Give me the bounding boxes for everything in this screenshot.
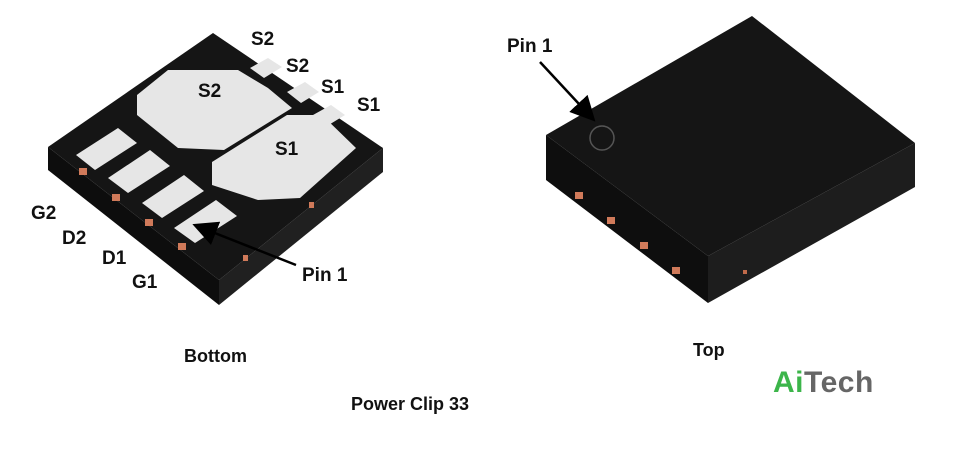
pin-label-s2-a: S2 [251,29,274,50]
top-lead-1 [575,192,583,199]
lead-g1-side [178,243,186,250]
pin-label-s1-a: S1 [321,77,345,98]
top-package-face [546,16,915,256]
pin-label-g1: G1 [132,272,158,293]
g2-lead-pad [76,128,137,170]
pin-label-s1-b: S1 [357,95,381,116]
pin-label-d1: D1 [102,248,127,269]
top-pin1-label: Pin 1 [507,36,553,57]
s2-pad-label: S2 [198,81,221,102]
logo-part-ai: Ai [773,366,804,399]
lead-d1-side [145,219,153,226]
lead-g2-side [79,168,87,175]
s2-lead-pad-b [287,82,319,103]
aitech-logo: AiTech [773,366,874,400]
top-package: Pin 1 [507,16,915,303]
bottom-caption: Bottom [184,346,247,366]
s1-pad-label: S1 [275,139,299,160]
bottom-pin1-arrow [192,221,297,267]
pin-label-s2-b: S2 [286,56,309,77]
s2-lead-pad-a [250,58,282,78]
bottom-package: S2 S1 S2 S2 S1 S1 G2 D2 D1 G1 Pin 1 [31,29,383,305]
d2-lead-pad [108,150,170,193]
top-package-right-side [708,143,915,303]
s1-pad [212,115,356,200]
s1-lead-pad-a [313,105,345,126]
g1-lead-pad [174,200,237,243]
top-lead-4 [672,267,680,274]
lead-s1b-side [309,202,314,208]
bottom-package-left-side [48,147,219,305]
top-lead-2 [607,217,615,224]
top-lead-5 [743,270,747,274]
top-caption: Top [693,340,725,360]
lead-s1-side [243,255,248,261]
pin1-marker-circle [589,125,615,151]
bottom-pin1-label: Pin 1 [302,265,348,286]
package-name: Power Clip 33 [351,394,470,414]
top-package-left-side [546,135,708,303]
d1-lead-pad [142,175,204,218]
bottom-package-right-side [219,148,383,305]
logo-part-tech: Tech [804,366,874,399]
s2-pad [137,70,292,150]
lead-d2-side [112,194,120,201]
pin-label-d2: D2 [62,228,86,249]
pin-label-g2: G2 [31,203,56,224]
top-lead-3 [640,242,648,249]
top-pin1-arrow [539,61,596,122]
